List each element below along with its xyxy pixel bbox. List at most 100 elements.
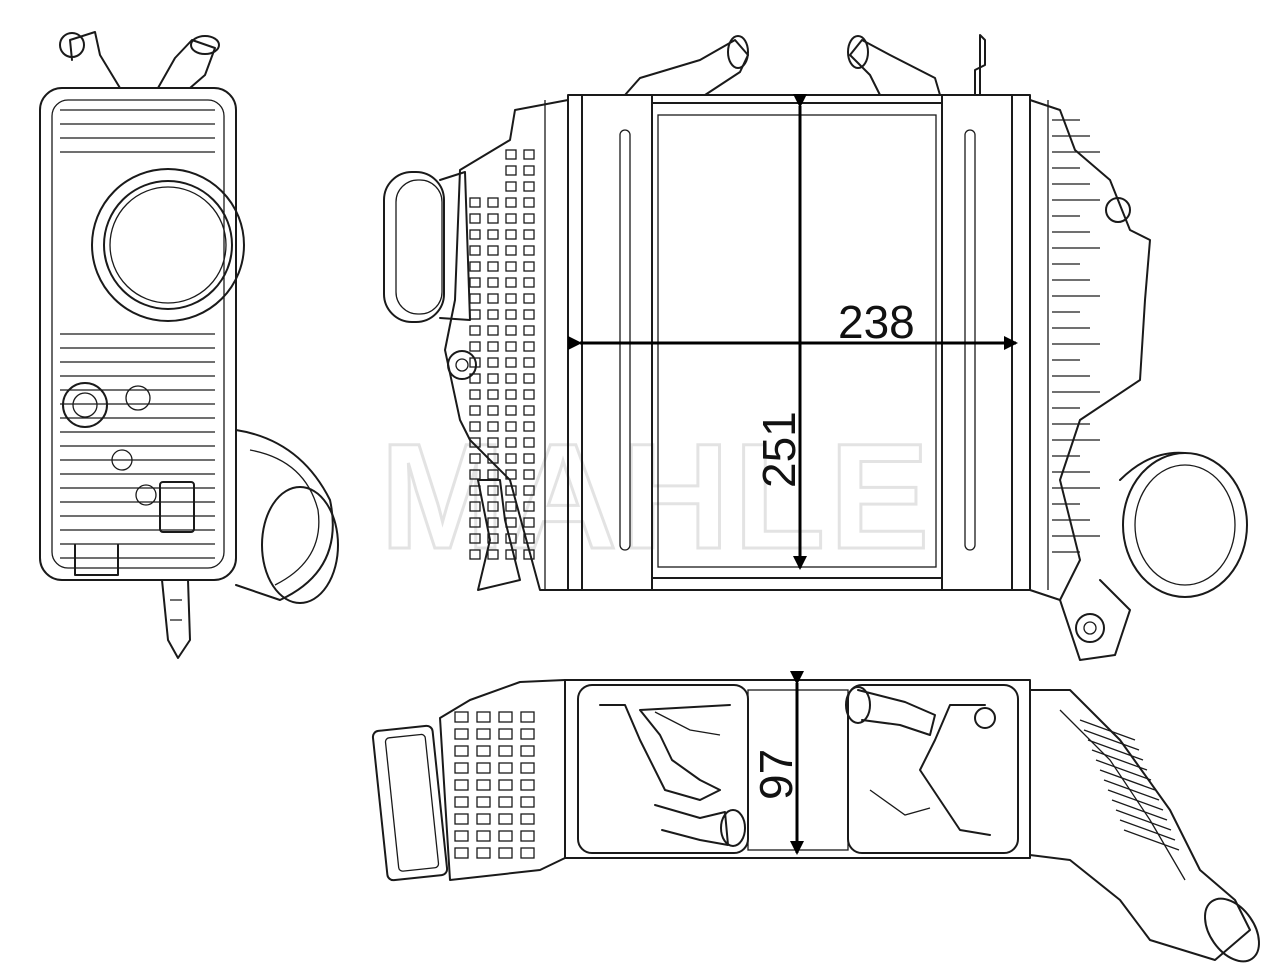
tank-cell [523,229,535,240]
tank-cell [523,293,535,304]
tank-cell [498,779,513,791]
tank-cell [454,728,469,740]
tank-cell [505,309,517,320]
tank-cell [487,533,499,544]
dimension-height: 251 [753,94,807,570]
tank-cell [487,421,499,432]
tank-cell [505,373,517,384]
tank-cell [505,453,517,464]
tank-cell [498,762,513,774]
tank-cell [505,485,517,496]
tank-cell [523,309,535,320]
tank-cell [469,501,481,512]
tank-cell [454,779,469,791]
tank-cell [523,325,535,336]
tank-cell [505,197,517,208]
tank-cell [454,847,469,859]
tank-cell [469,517,481,528]
tank-cell [523,149,535,160]
tank-cell [469,533,481,544]
tank-cell [523,165,535,176]
tank-cell [454,796,469,808]
brand-watermark: MAHLE [380,412,933,580]
tank-cell [523,469,535,480]
tank-cell [523,261,535,272]
tank-cell [476,813,491,825]
tank-cell [505,261,517,272]
hose-rib [1087,739,1144,761]
tank-cell [487,357,499,368]
tank-cell [469,245,481,256]
tank-cell [523,213,535,224]
tank-cell [505,181,517,192]
tank-cell [476,728,491,740]
tank-cell [487,261,499,272]
tank-cell [520,779,535,791]
hose-rib [1123,829,1180,851]
dimension-width-label: 238 [838,296,915,348]
tank-cell [523,517,535,528]
tank-cell [505,357,517,368]
tank-cell [469,197,481,208]
dimension-height-label: 251 [753,411,805,488]
tank-cell [469,277,481,288]
tank-cell [487,549,499,560]
tank-cell [487,341,499,352]
tank-cell [523,501,535,512]
tank-cell [487,197,499,208]
tank-cell [487,517,499,528]
tank-cell [523,485,535,496]
tank-cell [469,405,481,416]
tank-cell [476,762,491,774]
hose-rib [1079,719,1136,741]
tank-cell [469,421,481,432]
tank-cell [454,745,469,757]
side-view [39,31,339,659]
tank-cell [505,245,517,256]
hose-rib [1107,789,1164,811]
tank-cell [523,421,535,432]
tank-cell [454,830,469,842]
hose-rib [1083,729,1140,751]
tank-cell [476,745,491,757]
tank-cell [454,762,469,774]
tank-cell [505,229,517,240]
tank-cell [469,293,481,304]
tank-cell [487,213,499,224]
tank-cell [520,745,535,757]
tank-cell [469,453,481,464]
hose-rib [1119,819,1176,841]
tank-cell [523,405,535,416]
tank-cell [520,830,535,842]
tank-cell [523,245,535,256]
tank-cell [469,229,481,240]
tank-cell [505,149,517,160]
hose-rib [1099,769,1156,791]
tank-cell [523,453,535,464]
tank-cell [523,389,535,400]
tank-cell [505,421,517,432]
tank-cell [476,847,491,859]
tank-cell [520,762,535,774]
tank-cell [523,533,535,544]
tank-cell [476,711,491,723]
tank-cell [476,796,491,808]
tank-cell [505,469,517,480]
tank-cell [505,341,517,352]
tank-cell [487,293,499,304]
tank-cell [454,813,469,825]
tank-cell [498,745,513,757]
tank-cell [505,549,517,560]
dimension-depth: 97 [750,671,804,855]
dimension-width: 238 [568,296,1018,350]
tank-cell [523,197,535,208]
hose-rib [1115,809,1172,831]
tank-cell [505,213,517,224]
tank-cell [487,229,499,240]
tank-cell [498,711,513,723]
tank-cell [487,485,499,496]
tank-cell [469,549,481,560]
tank-cell [469,437,481,448]
hose-rib [1095,759,1152,781]
